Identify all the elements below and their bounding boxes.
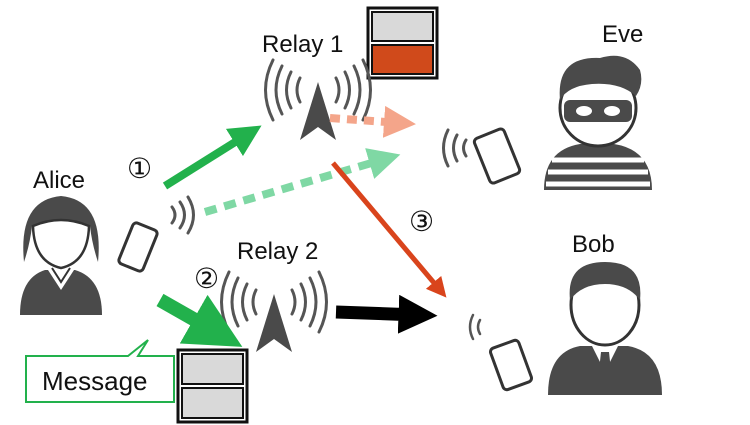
bob-label: Bob bbox=[572, 231, 615, 258]
phone-icon bbox=[489, 338, 533, 392]
phone-icon bbox=[117, 221, 159, 273]
phone-icon bbox=[472, 127, 522, 185]
arrow-alice-to-relay1 bbox=[162, 125, 262, 190]
arrow-message-to-relay2 bbox=[156, 293, 243, 347]
step-3-marker: ③ bbox=[409, 205, 434, 238]
alice-label: Alice bbox=[33, 167, 85, 194]
step-2-marker: ② bbox=[194, 262, 219, 295]
arrow-alice-to-eve-dotted bbox=[203, 148, 401, 216]
eve-label: Eve bbox=[602, 21, 643, 48]
signal-waves-icon bbox=[442, 128, 468, 168]
arrow-relay2-to-bob bbox=[335, 294, 438, 334]
signal-waves-icon bbox=[468, 313, 482, 341]
step-1-marker: ① bbox=[127, 152, 152, 185]
masked-thief-avatar-icon bbox=[544, 55, 652, 190]
antenna-tower-icon bbox=[264, 58, 372, 140]
relay1-label: Relay 1 bbox=[262, 31, 343, 58]
signal-waves-icon bbox=[170, 195, 195, 235]
relay1-buffer bbox=[366, 6, 439, 80]
message-callout bbox=[25, 339, 175, 403]
arrow-relay1-to-eve-dotted bbox=[329, 105, 416, 138]
antenna-tower-icon bbox=[220, 270, 328, 352]
relay2-label: Relay 2 bbox=[237, 238, 318, 265]
arrow-relay1-to-bob bbox=[331, 161, 447, 298]
message-label: Message bbox=[42, 366, 148, 396]
woman-avatar-icon bbox=[20, 196, 102, 315]
message-buffer bbox=[176, 348, 249, 424]
man-avatar-icon bbox=[548, 262, 662, 395]
